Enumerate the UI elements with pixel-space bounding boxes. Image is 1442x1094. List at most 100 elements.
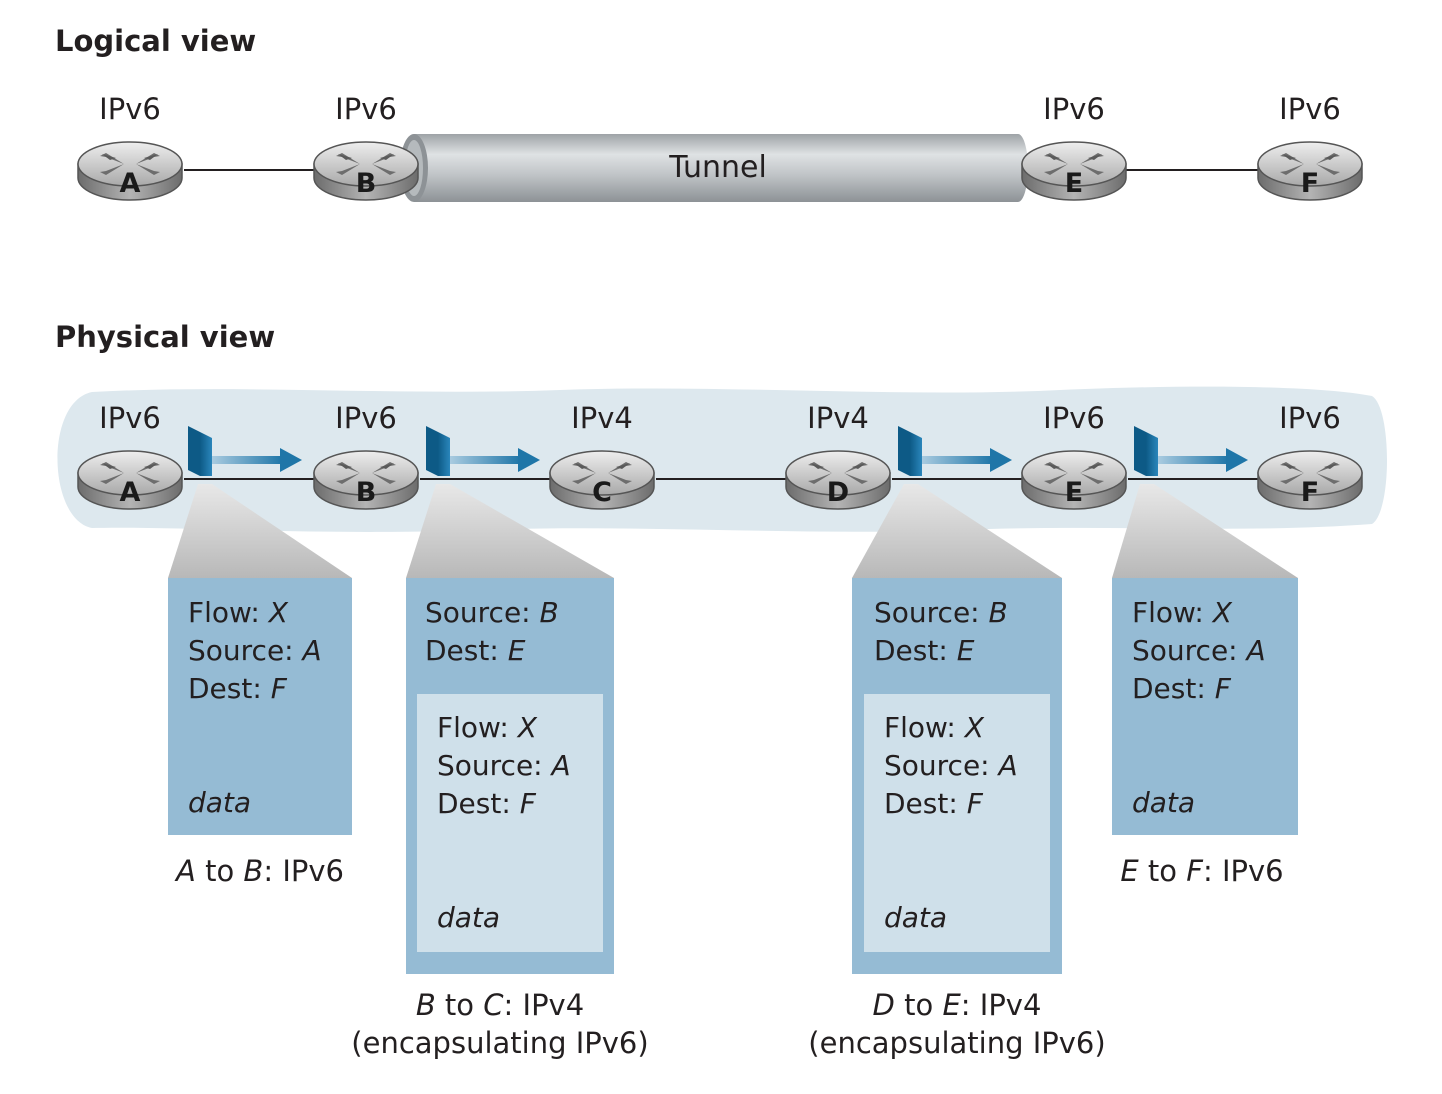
router-protocol-label: IPv4	[807, 401, 869, 435]
field-value: E	[956, 634, 975, 667]
router-letter: E	[1065, 477, 1083, 508]
physical-router-d: D IPv4	[785, 401, 891, 510]
field-label: Source:	[425, 596, 540, 629]
packet-data: data	[188, 789, 251, 817]
packet-a-to-b: Flow: X Source: A Dest: F data	[168, 578, 352, 835]
caption-d-to-e: D to E: IPv4 (encapsulating IPv6)	[777, 986, 1137, 1063]
data-label: data	[437, 901, 501, 934]
packet-source-field: Source: A	[1132, 637, 1266, 665]
packet-dest-field: Dest: F	[1132, 675, 1231, 703]
router-protocol-label: IPv4	[571, 401, 633, 435]
logical-view-title: Logical view	[55, 24, 257, 58]
router-protocol-label: IPv6	[1043, 92, 1105, 126]
data-label: data	[188, 786, 252, 819]
tunnel: Tunnel	[400, 134, 1028, 202]
outer-dest-field: Dest: E	[874, 637, 974, 665]
packet-e-to-f: Flow: X Source: A Dest: F data	[1112, 578, 1298, 835]
outer-source-field: Source: B	[425, 599, 559, 627]
router-protocol-label: IPv6	[335, 92, 397, 126]
physical-view-title: Physical view	[55, 320, 276, 354]
logical-view: Tunnel A IPv6 B IPv6 E IPv6 F IPv6	[77, 92, 1363, 202]
caption-to: E	[942, 988, 961, 1022]
field-label: Dest:	[188, 672, 271, 705]
caption-middle: to	[195, 854, 244, 888]
field-value: A	[1246, 634, 1266, 667]
caption-middle: to	[894, 988, 943, 1022]
packet-dest-field: Dest: F	[188, 675, 287, 703]
logical-router-a: A IPv6	[77, 92, 183, 201]
caption-from: D	[872, 988, 895, 1022]
field-value: F	[270, 672, 287, 705]
router-letter: A	[120, 477, 141, 508]
zoom-projection-d-e	[852, 484, 1062, 578]
physical-view: A IPv6 B IPv6 C IPv4 D IPv4 E IPv6 F IPv…	[57, 386, 1387, 578]
router-protocol-label: IPv6	[1043, 401, 1105, 435]
logical-router-b: B IPv6	[313, 92, 419, 201]
packet-flow-field: Flow: X	[884, 714, 984, 742]
caption-to: C	[483, 988, 504, 1022]
router-letter: F	[1301, 168, 1319, 199]
physical-router-e: E IPv6	[1021, 401, 1127, 510]
data-label: data	[1132, 786, 1196, 819]
router-protocol-label: IPv6	[99, 92, 161, 126]
router-letter: F	[1301, 477, 1319, 508]
field-label: Source:	[437, 749, 552, 782]
zoom-projection-a-b	[168, 484, 352, 578]
zoom-projection-e-f	[1112, 484, 1298, 578]
packet-flow-field: Flow: X	[437, 714, 537, 742]
caption-line-1: D to E: IPv4	[777, 986, 1137, 1024]
caption-e-to-f: E to F: IPv6	[1082, 852, 1322, 890]
field-label: Dest:	[874, 634, 957, 667]
caption-b-to-c: B to C: IPv4 (encapsulating IPv6)	[320, 986, 680, 1063]
zoom-projection-b-c	[406, 484, 614, 578]
tunnel-label: Tunnel	[668, 150, 767, 185]
field-label: Source:	[884, 749, 999, 782]
caption-to: B	[243, 854, 264, 888]
outer-dest-field: Dest: E	[425, 637, 525, 665]
caption-from: B	[415, 988, 436, 1022]
caption-middle: to	[1138, 854, 1187, 888]
caption-from: A	[176, 854, 196, 888]
router-letter: B	[356, 168, 377, 199]
packet-data: data	[884, 904, 947, 932]
router-letter: D	[827, 477, 849, 508]
field-label: Flow:	[884, 711, 965, 744]
router-protocol-label: IPv6	[1279, 92, 1341, 126]
packet-source-field: Source: A	[884, 752, 1018, 780]
caption-line-1: B to C: IPv4	[320, 986, 680, 1024]
packet-flow-field: Flow: X	[1132, 599, 1232, 627]
router-protocol-label: IPv6	[335, 401, 397, 435]
packet-source-field: Source: A	[437, 752, 571, 780]
field-value: B	[988, 596, 1008, 629]
field-value: F	[966, 787, 983, 820]
caption-line-2: (encapsulating IPv6)	[351, 1026, 649, 1061]
packet-b-to-c: Source: B Dest: E Flow: X Source: A Dest…	[406, 578, 614, 974]
caption-from: E	[1120, 854, 1139, 888]
field-value: A	[302, 634, 322, 667]
caption-suffix: : IPv6	[263, 854, 344, 888]
field-label: Flow:	[437, 711, 518, 744]
physical-router-c: C IPv4	[549, 401, 655, 510]
field-label: Source:	[1132, 634, 1247, 667]
outer-source-field: Source: B	[874, 599, 1008, 627]
packet-source-field: Source: A	[188, 637, 322, 665]
router-letter: A	[120, 168, 141, 199]
field-label: Dest:	[1132, 672, 1215, 705]
caption-line-2: (encapsulating IPv6)	[808, 1026, 1106, 1061]
router-letter: E	[1065, 168, 1083, 199]
field-value: X	[964, 711, 984, 744]
packet-d-to-e: Source: B Dest: E Flow: X Source: A Dest…	[852, 578, 1062, 974]
logical-router-e: E IPv6	[1021, 92, 1127, 201]
field-label: Dest:	[425, 634, 508, 667]
packet-data: data	[1132, 789, 1195, 817]
field-value: X	[268, 596, 288, 629]
encapsulated-ipv6-packet: Flow: X Source: A Dest: F data	[864, 694, 1050, 952]
packet-data: data	[437, 904, 500, 932]
data-label: data	[884, 901, 948, 934]
field-value: X	[1212, 596, 1232, 629]
physical-router-a: A IPv6	[77, 401, 183, 510]
field-label: Dest:	[884, 787, 967, 820]
field-label: Source:	[874, 596, 989, 629]
caption-suffix: : IPv6	[1202, 854, 1284, 888]
